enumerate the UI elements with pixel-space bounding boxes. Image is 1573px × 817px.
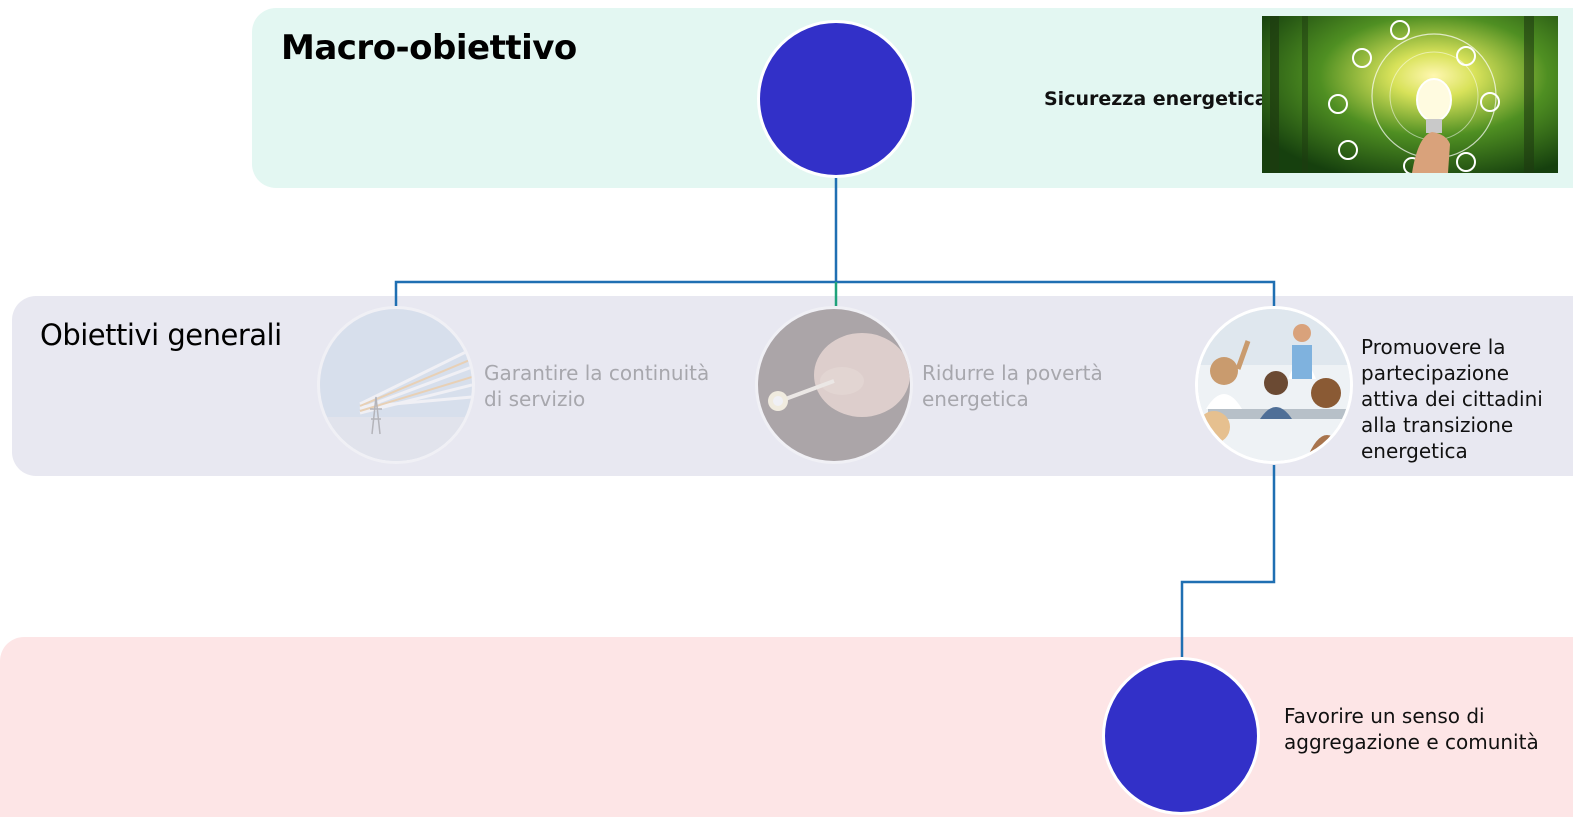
general-objective-3-label: Promuovere la partecipazione attiva dei … xyxy=(1361,335,1543,463)
lighting-match-icon xyxy=(758,309,910,461)
general-objective-1-label: Garantire la continuità di servizio xyxy=(484,361,710,411)
specific-objectives-band xyxy=(0,637,1573,817)
general-objectives-title: Obiettivi generali xyxy=(40,318,282,352)
connector-to-specific xyxy=(1180,465,1276,657)
macro-objective-label: Sicurezza energetica xyxy=(1044,88,1268,110)
macro-objective-title: Macro-obiettivo xyxy=(281,28,577,68)
general-objective-3-node[interactable] xyxy=(1195,306,1353,464)
classroom-icon xyxy=(1198,309,1350,461)
specific-objective-node[interactable] xyxy=(1102,657,1260,815)
general-objective-2-node[interactable] xyxy=(755,306,913,464)
power-lines-icon xyxy=(320,309,472,461)
eco-lightbulb-photo xyxy=(1262,16,1558,173)
macro-objective-node[interactable] xyxy=(757,20,915,178)
specific-objective-label: Favorire un senso di aggregazione e comu… xyxy=(1284,704,1539,754)
general-objective-2-label: Ridurre la povertà energetica xyxy=(922,361,1103,411)
general-objective-1-node[interactable] xyxy=(317,306,475,464)
